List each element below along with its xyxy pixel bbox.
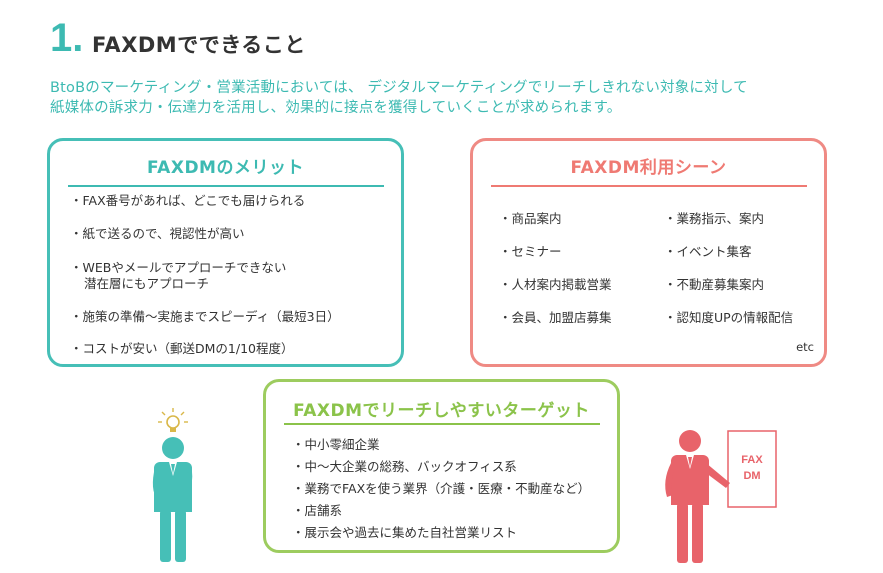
merit-item-line-1: ・WEBやメールでアプローチできない — [70, 260, 287, 275]
usage-scene-divider — [491, 185, 807, 187]
target-item: ・展示会や過去に集めた自社営業リスト — [292, 525, 518, 540]
merit-item: ・FAX番号があれば、どこでも届けられる — [70, 193, 306, 208]
merit-item: ・施策の準備～実施までスピーディ（最短3日） — [70, 309, 340, 324]
scene-item: ・人材案内掲載営業 — [499, 277, 612, 292]
merit-item: ・紙で送るので、視認性が高い — [70, 226, 245, 241]
target-divider — [284, 423, 600, 425]
scene-etc: etc — [796, 340, 814, 354]
intro-text: BtoBのマーケティング・営業活動においては、 デジタルマーケティングでリーチし… — [50, 78, 850, 118]
merit-box: FAXDMのメリット ・FAX番号があれば、どこでも届けられる ・紙で送るので、… — [47, 138, 404, 367]
target-title: FAXDMでリーチしやすいターゲット — [293, 401, 590, 421]
target-item: ・中～大企業の総務、バックオフィス系 — [292, 459, 517, 474]
idea-person-icon — [152, 408, 193, 562]
merit-item: ・WEBやメールでアプローチできない 潜在層にもアプローチ — [70, 260, 286, 292]
scene-item: ・会員、加盟店募集 — [499, 310, 612, 325]
intro-line-1: BtoBのマーケティング・営業活動においては、 デジタルマーケティングでリーチし… — [50, 80, 748, 96]
scene-item: ・セミナー — [499, 244, 562, 259]
merit-divider — [68, 185, 384, 187]
target-item: ・中小零細企業 — [292, 437, 380, 452]
target-item: ・業務でFAXを使う業界（介護・医療・不動産など） — [292, 481, 591, 496]
scene-item: ・業務指示、案内 — [664, 211, 765, 226]
scene-item: ・認知度UPの情報配信 — [664, 310, 794, 325]
usage-scene-title: FAXDM利用シーン — [570, 158, 727, 178]
scene-item: ・不動産募集案内 — [664, 277, 765, 292]
target-item: ・店舗系 — [292, 503, 343, 518]
fax-sign-line-2: DM — [743, 470, 760, 482]
scene-item: ・商品案内 — [499, 211, 562, 226]
fax-dm-sign — [727, 430, 777, 508]
scene-item: ・イベント集客 — [664, 244, 752, 259]
section-number: 1. — [50, 16, 84, 60]
presenter-person-icon: FAX DM — [665, 430, 777, 563]
lightbulb-icon — [158, 408, 188, 432]
fax-sign-line-1: FAX — [741, 454, 763, 466]
section-title: FAXDMでできること — [92, 33, 306, 57]
usage-scene-box: FAXDM利用シーン ・商品案内 ・セミナー ・人材案内掲載営業 ・会員、加盟店… — [470, 138, 827, 367]
intro-line-2: 紙媒体の訴求力・伝達力を活用し、効果的に接点を獲得していくことが求められます。 — [50, 100, 622, 116]
merit-title: FAXDMのメリット — [147, 158, 304, 178]
merit-item: ・コストが安い（郵送DMの1/10程度） — [70, 341, 294, 356]
merit-item-line-2: 潜在層にもアプローチ — [84, 276, 210, 291]
target-box: FAXDMでリーチしやすいターゲット ・中小零細企業 ・中～大企業の総務、バック… — [263, 379, 620, 553]
